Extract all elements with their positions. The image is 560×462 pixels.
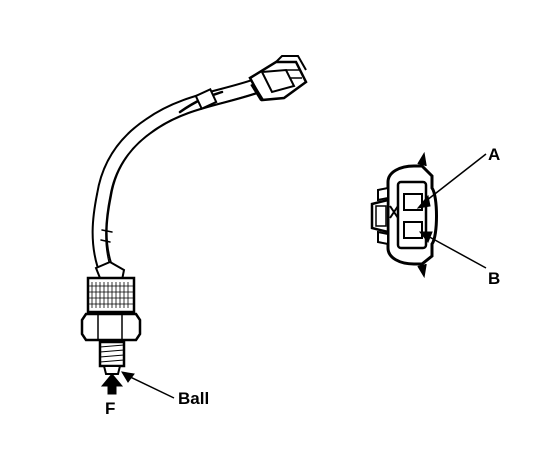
harness-plug bbox=[248, 55, 308, 102]
label-a: A bbox=[488, 145, 500, 164]
pressure-switch-body bbox=[80, 260, 142, 375]
connector-end-view bbox=[370, 151, 438, 279]
leader-a bbox=[416, 153, 487, 209]
label-f: F bbox=[105, 399, 115, 418]
cable-tape bbox=[194, 87, 218, 111]
leader-b bbox=[418, 231, 487, 269]
wire-harness bbox=[91, 76, 270, 283]
force-arrow bbox=[100, 373, 124, 395]
ball-leader bbox=[121, 371, 175, 399]
label-b: B bbox=[488, 269, 500, 288]
label-ball: Ball bbox=[178, 389, 209, 408]
